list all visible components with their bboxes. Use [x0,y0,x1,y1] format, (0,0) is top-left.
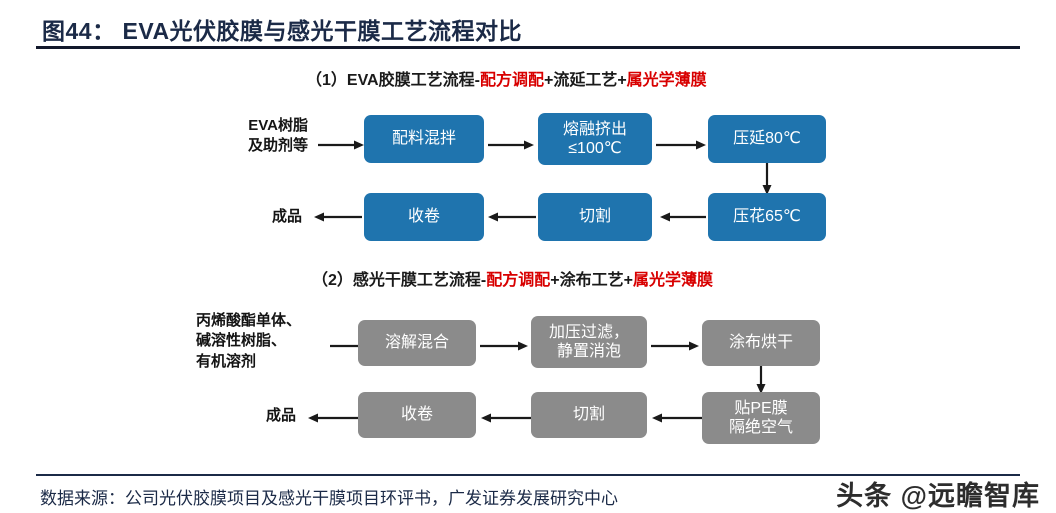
dryfilm-box-rewind[interactable]: 收卷 [358,392,476,438]
eva-output-label: 成品 [271,208,302,225]
subtitle-part-plain-3: （2）感光干膜工艺流程- [312,272,487,289]
arrow-eva-input-to-mix [318,139,364,151]
dryfilm-box-coat-dry[interactable]: 涂布烘干 [702,320,820,366]
page-title: 图44： EVA光伏胶膜与感光干膜工艺流程对比 [42,18,523,44]
dryfilm-input-label: 丙烯酸酯单体、 碱溶性树脂、 有机溶剂 [196,312,302,370]
dryfilm-box-dissolve-mix[interactable]: 溶解混合 [358,320,476,366]
watermark-label: 头条 @远瞻智库 [836,481,1040,511]
dryfilm-box-pe-film[interactable]: 贴PE膜 隔绝空气 [702,392,820,444]
subtitle-part-plain-1: （1）EVA胶膜工艺流程- [306,72,480,89]
dryfilm-box-pressure-filter[interactable]: 加压过滤， 静置消泡 [531,316,647,368]
eva-box-melt-extrude[interactable]: 熔融挤出 ≤100℃ [538,113,652,165]
arrow-dryfilm-cut-to-rewind [477,412,531,424]
arrow-dryfilm-pefilm-to-cut [648,412,702,424]
subtitle-part-plain-2: +流延工艺+ [543,72,627,89]
dryfilm-box-cut[interactable]: 切割 [531,392,647,438]
subtitle-part-red-2: 属光学薄膜 [626,72,707,89]
subtitle-part-red-4: 属光学薄膜 [632,272,713,289]
eva-input-label: EVA树脂 及助剂等 [247,117,308,155]
arrow-dryfilm-rewind-to-output [304,412,358,424]
arrow-eva-melt-to-calender [656,139,706,151]
source-note: 数据来源：公司光伏胶膜项目及感光干膜项目环评书，广发证券发展研究中心 [40,489,618,508]
section-1-subtitle: （1）EVA胶膜工艺流程-配方调配+流延工艺+属光学薄膜 [306,66,707,90]
eva-box-calender[interactable]: 压延80℃ [708,115,826,163]
arrow-dryfilm-coat-to-pefilm [755,366,767,394]
subtitle-part-red-3: 配方调配 [486,272,551,289]
eva-box-mix[interactable]: 配料混拌 [364,115,484,163]
arrow-eva-cut-to-rewind [484,211,536,223]
eva-box-rewind[interactable]: 收卷 [364,193,484,241]
arrow-eva-emboss-to-cut [656,211,706,223]
arrow-eva-rewind-to-output [310,211,362,223]
arrow-dryfilm-filter-to-coat [651,340,699,352]
section-2-subtitle: （2）感光干膜工艺流程-配方调配+涂布工艺+属光学薄膜 [312,266,713,290]
arrow-eva-mix-to-melt [488,139,534,151]
dryfilm-output-label: 成品 [265,407,296,424]
eva-box-emboss[interactable]: 压花65℃ [708,193,826,241]
arrow-dryfilm-dissolve-to-filter [480,340,528,352]
footer-divider [36,474,1020,476]
subtitle-part-red-1: 配方调配 [479,72,544,89]
subtitle-part-plain-4: +涂布工艺+ [550,272,633,289]
arrow-eva-calender-to-emboss [761,163,773,195]
title-divider [36,46,1020,49]
eva-box-cut[interactable]: 切割 [538,193,652,241]
